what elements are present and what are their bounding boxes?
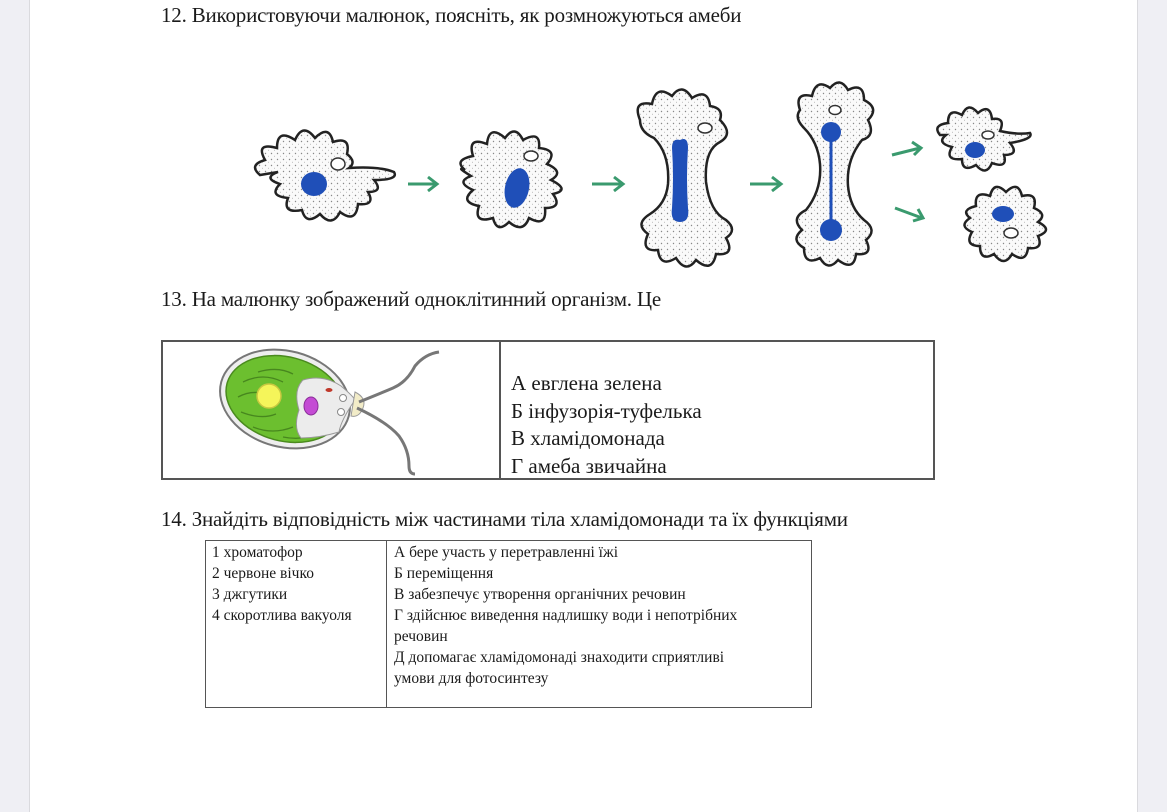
body-parts-column: 1 хроматофор 2 червоне вічко 3 джгутики … — [206, 541, 387, 707]
chlamydomonas-illustration — [219, 348, 440, 476]
amoeba-stage-2 — [459, 130, 563, 229]
daughter-amoeba-1 — [936, 106, 1032, 172]
question-13-title: 13. На малюнку зображений одноклітинний … — [161, 287, 661, 311]
nucleus-icon — [303, 396, 319, 416]
question-12-title: 12. Використовуючи малюнок, поясніть, як… — [161, 3, 742, 27]
flagellum-icon — [356, 406, 416, 476]
question-14-title: 14. Знайдіть відповідність між частинами… — [161, 507, 848, 531]
cytoplasm-region — [295, 377, 356, 439]
organism-image-cell — [163, 342, 501, 478]
question-13-table: А евглена зелена Б інфузорія-туфелька В … — [161, 340, 935, 480]
function-item-continued: умови для фотосинтезу — [394, 670, 549, 687]
part-item: 3 джгутики — [212, 586, 288, 603]
answer-options: А евглена зелена Б інфузорія-туфелька В … — [501, 342, 933, 478]
function-item: В забезпечує утворення органічних речови… — [394, 586, 686, 603]
option-a[interactable]: А евглена зелена — [511, 371, 662, 395]
nucleus-icon — [301, 172, 327, 196]
contractile-vacuole-icon — [337, 408, 345, 416]
functions-column: А бере участь у перетравленні їжі Б пере… — [387, 541, 811, 707]
flagellum-icon — [358, 350, 440, 404]
amoeba-stage-4 — [795, 81, 875, 267]
function-item: А бере участь у перетравленні їжі — [394, 544, 619, 561]
amoeba-stage-3 — [636, 88, 734, 268]
arrow-icon — [592, 175, 626, 193]
function-item: Б переміщення — [394, 565, 494, 582]
arrow-icon — [891, 140, 924, 157]
function-item: Д допомагає хламідомонаді знаходити спри… — [394, 649, 725, 666]
pyrenoid-icon — [256, 383, 282, 409]
question-14-table: 1 хроматофор 2 червоне вічко 3 джгутики … — [205, 540, 812, 708]
daughter-amoeba-2 — [963, 185, 1048, 263]
nucleus-icon — [992, 206, 1014, 222]
stigma-icon — [325, 388, 333, 392]
nucleus-icon — [671, 139, 689, 222]
nucleus-icon — [504, 168, 530, 208]
contractile-vacuole-icon — [339, 394, 347, 402]
part-item: 1 хроматофор — [212, 544, 303, 561]
arrow-icon — [750, 175, 784, 193]
amoeba-stage-1 — [253, 129, 397, 222]
nucleus-icon — [821, 122, 841, 142]
document-page: 12. Використовуючи малюнок, поясніть, як… — [30, 0, 1137, 812]
option-c[interactable]: В хламідомонада — [511, 426, 665, 450]
part-item: 2 червоне вічко — [212, 565, 314, 582]
function-item-continued: речовин — [394, 628, 448, 645]
function-item: Г здійснює виведення надлишку води і неп… — [394, 607, 738, 624]
nucleus-icon — [820, 219, 842, 241]
amoeba-division-figure — [253, 81, 1048, 268]
arrow-icon — [408, 175, 440, 193]
option-d[interactable]: Г амеба звичайна — [511, 453, 667, 478]
part-item: 4 скоротлива вакуоля — [212, 607, 352, 624]
arrow-icon — [894, 206, 926, 223]
option-b[interactable]: Б інфузорія-туфелька — [511, 398, 702, 423]
nucleus-icon — [965, 142, 985, 158]
